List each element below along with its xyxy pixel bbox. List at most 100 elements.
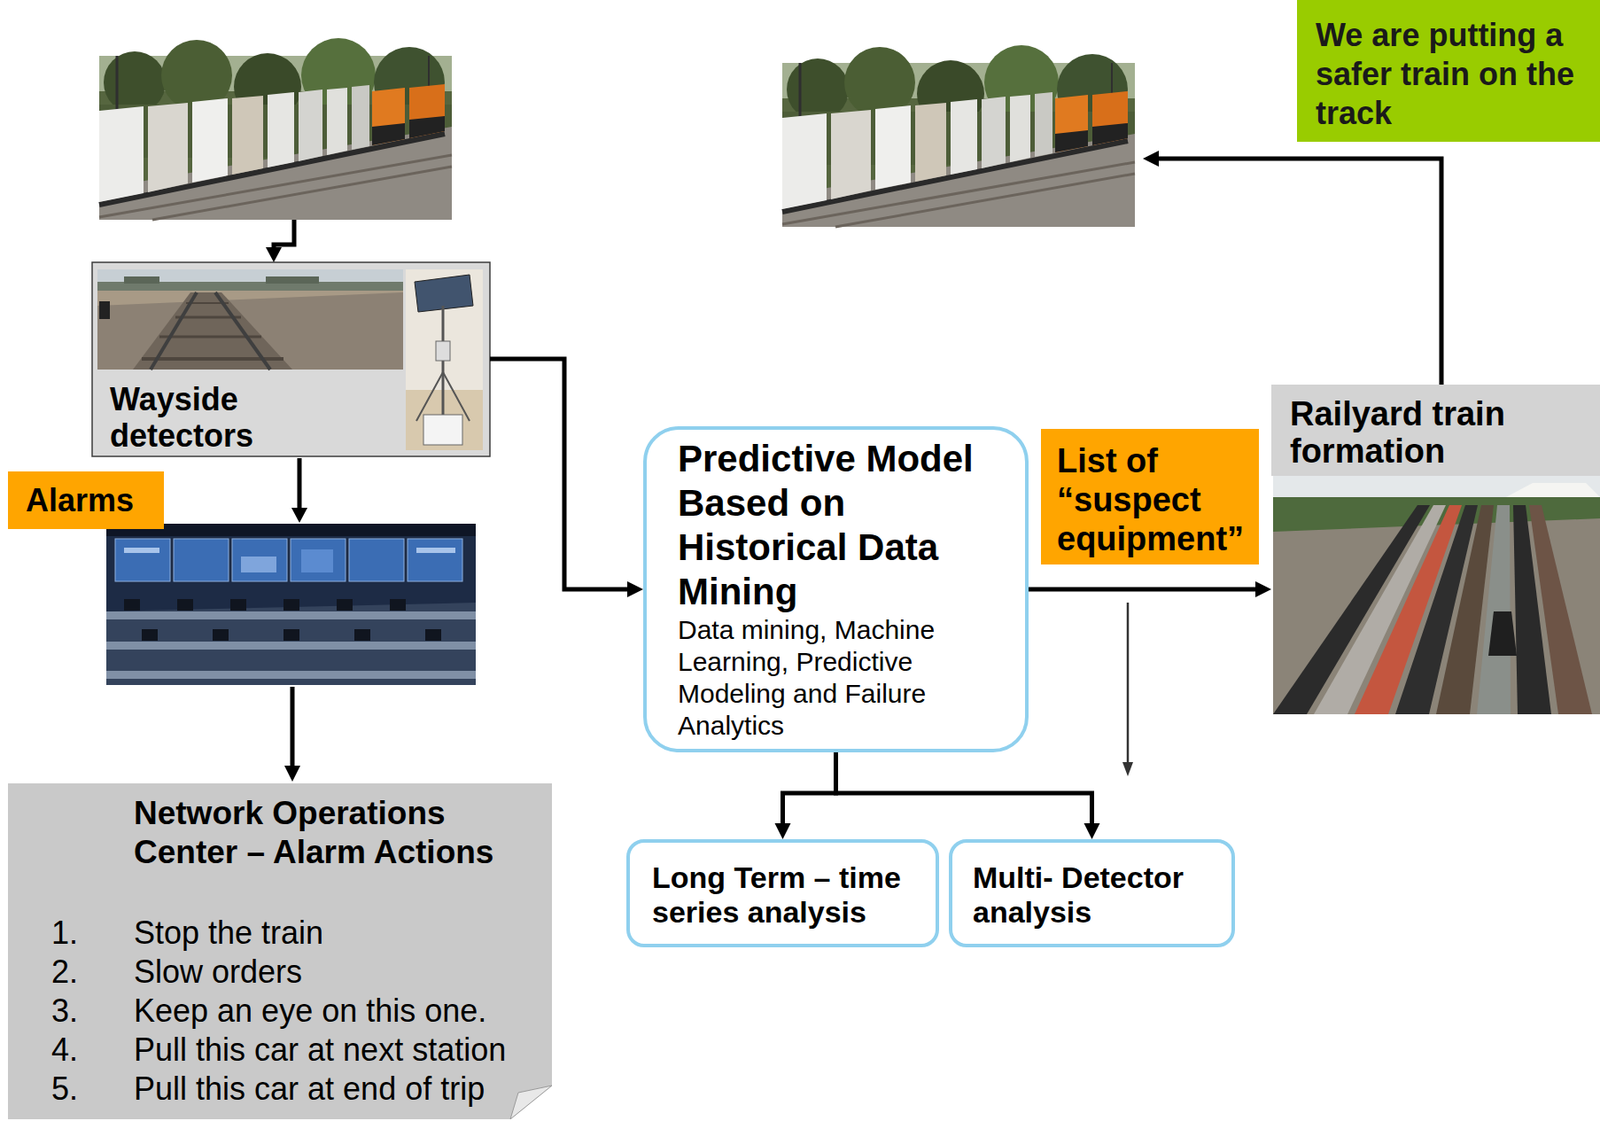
text-group: Predictive Model Based on Historical Dat… — [677, 436, 1008, 742]
train-photo — [99, 38, 452, 220]
text-group: Railyard train formation — [1289, 395, 1590, 470]
detector-panel — [92, 262, 490, 457]
control-room-photo — [349, 538, 404, 582]
train-photo — [99, 38, 452, 220]
node-text: Slow orders — [133, 952, 544, 992]
control-room-photo — [115, 538, 171, 582]
list-group: 1.Stop the train2.Slow orders3.Keep an e… — [51, 913, 544, 1109]
control-room-photo — [389, 598, 406, 611]
detector-photo — [265, 276, 319, 284]
text-group: Wayside detectors — [109, 380, 490, 454]
note-shape — [7, 783, 552, 1119]
node-text: Pull this car at end of trip — [133, 1069, 544, 1109]
node-heading: We are putting a safer train on the trac… — [1315, 15, 1587, 133]
flow-arrow — [1142, 150, 1159, 167]
railyard-photo — [1273, 475, 1600, 715]
railyard-photo — [1529, 504, 1593, 715]
control-room-photo — [416, 547, 456, 553]
flow-connector — [775, 752, 837, 839]
node-text: Stop the train — [133, 913, 544, 953]
control-room-photo — [283, 598, 300, 611]
detector-tower-photo — [423, 414, 463, 445]
control-room-photo — [301, 549, 334, 573]
control-room-photo — [290, 538, 346, 582]
train-photo — [782, 45, 1135, 227]
node-heading: Predictive Model Based on Historical Dat… — [677, 436, 1008, 614]
control-room-photo — [124, 598, 140, 611]
control-room-photo — [141, 629, 158, 641]
detector-panel — [92, 262, 490, 457]
flow-arrow — [1157, 158, 1442, 385]
node-heading: Multi- Detector analysis — [972, 860, 1223, 930]
control-room-photo — [407, 538, 463, 582]
train-photo — [782, 45, 1135, 227]
railyard-photo — [1506, 482, 1600, 498]
node-text: Data mining, Machine Learning, Predictiv… — [677, 613, 1008, 742]
connector-line — [1028, 587, 1258, 592]
text-group: Multi- Detector analysis — [972, 860, 1223, 930]
flow-arrow — [291, 507, 308, 523]
control-room-photo — [336, 598, 353, 611]
detector-photo — [132, 292, 293, 370]
detector-tower-photo — [442, 372, 470, 421]
node-heading: Alarms — [25, 481, 156, 519]
railyard-photo — [1273, 475, 1600, 498]
flow-connector — [1028, 581, 1272, 598]
detector-tower-photo — [416, 372, 443, 421]
note-box: Network Operations Center – Alarm Action… — [7, 783, 552, 1119]
flow-arrow — [290, 686, 296, 768]
node-heading: Long Term – time series analysis — [652, 860, 927, 930]
railyard-photo — [1488, 611, 1517, 656]
detector-photo — [97, 269, 404, 370]
node-text: Pull this car at next station — [133, 1030, 544, 1070]
detector-box: Wayside detectors — [92, 262, 490, 457]
node-text: 5. — [51, 1069, 134, 1109]
control-room-photo — [106, 523, 476, 685]
arrowhead — [1084, 823, 1101, 839]
detector-tower-photo — [405, 269, 483, 451]
control-room-photo — [106, 641, 476, 650]
process-box: Predictive Model Based on Historical Dat… — [643, 426, 1029, 753]
alarm-tag: Alarms — [7, 471, 164, 529]
control-room-photo — [106, 670, 476, 679]
control-room-photo — [283, 629, 300, 641]
railyard-panel — [1271, 384, 1600, 476]
control-room-photo — [354, 629, 371, 641]
detector-photo — [97, 269, 404, 370]
control-room-photo — [106, 602, 476, 685]
arrowhead — [775, 823, 792, 839]
note-fold — [510, 1085, 552, 1119]
control-room-photo — [425, 629, 442, 641]
node-heading: Wayside detectors — [109, 380, 332, 454]
railyard-box: Railyard train formation — [1271, 384, 1600, 715]
callout-box: We are putting a safer train on the trac… — [1297, 0, 1600, 142]
detector-photo — [215, 292, 271, 370]
detector-photo — [99, 301, 110, 319]
flow-arrow — [1126, 602, 1130, 764]
connector-line — [836, 752, 1093, 825]
output-tag: List of “suspect equipment” — [1040, 428, 1259, 565]
connector-line — [489, 358, 630, 590]
detector-photo — [97, 292, 404, 370]
flow-arrow — [297, 458, 303, 510]
control-room-photo — [240, 556, 277, 573]
analysis-box: Long Term – time series analysis — [626, 838, 940, 948]
node-text: 1. — [51, 913, 134, 953]
node-heading: List of “suspect equipment” — [1056, 441, 1254, 559]
flow-connector — [836, 752, 1101, 839]
text-group: We are putting a safer train on the trac… — [1315, 15, 1587, 133]
control-room-photo — [124, 547, 160, 553]
flow-connector — [489, 358, 644, 598]
analysis-box: Multi- Detector analysis — [948, 838, 1235, 948]
arrowhead — [627, 581, 644, 598]
node-text: 3. — [51, 991, 134, 1031]
text-group: Network Operations Center – Alarm Action… — [7, 793, 524, 872]
control-room-photo — [230, 598, 247, 611]
note-body — [7, 783, 552, 1119]
node-heading: Railyard train formation — [1289, 395, 1590, 470]
control-room-photo — [177, 598, 194, 611]
node-text: 2. — [51, 952, 134, 992]
flow-arrow — [265, 150, 1442, 782]
node-text: Keep an eye on this one. — [133, 991, 544, 1031]
